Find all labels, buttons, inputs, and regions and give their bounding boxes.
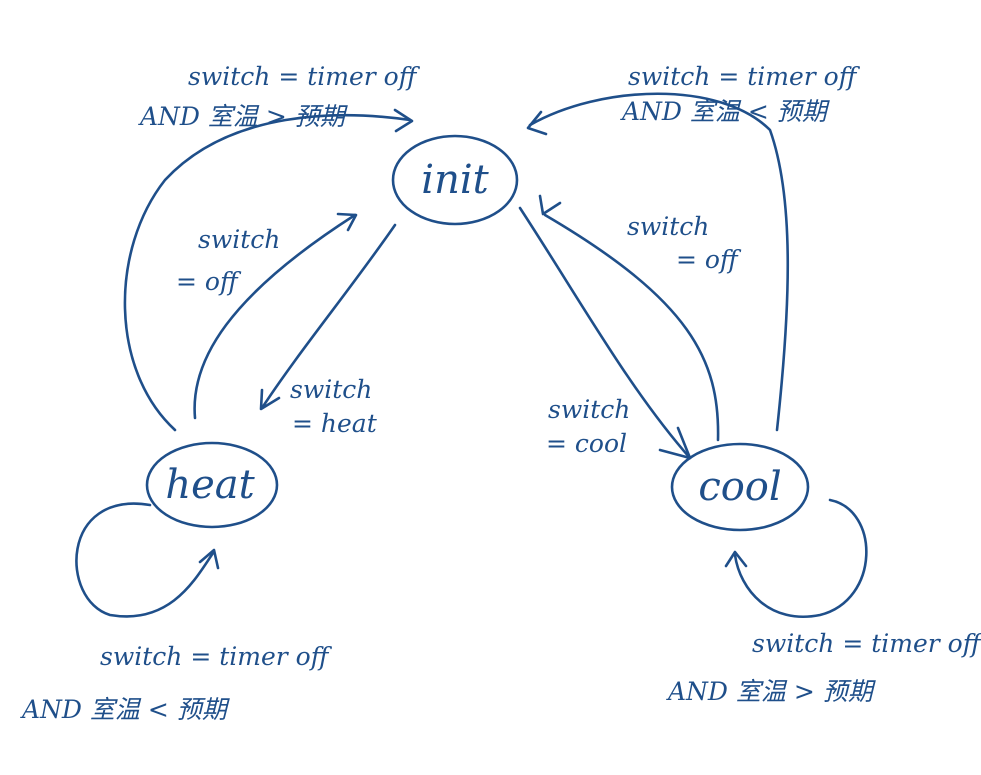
label-heat-to-init-off: switch = off <box>176 225 280 296</box>
edge-cool-to-init-off-line <box>543 213 720 442</box>
label-cool-self-line2: AND 室温 > 预期 <box>666 677 877 706</box>
state-init-label: init <box>421 157 489 203</box>
label-cool-to-init-off-line2: = off <box>676 245 742 274</box>
label-init-to-heat: switch = heat <box>290 375 378 438</box>
label-heat-to-init-timer-line2: AND 室温 > 预期 <box>138 102 349 131</box>
edge-init-to-heat-line <box>260 223 397 410</box>
edge-heat-self <box>75 502 220 618</box>
label-heat-to-init-timer-line1: switch = timer off <box>188 62 421 91</box>
label-cool-self-line1: switch = timer off <box>752 629 981 658</box>
edge-cool-to-init-timer <box>526 92 790 432</box>
state-heat-circle <box>145 441 279 529</box>
label-heat-to-init-timer: switch = timer off AND 室温 > 预期 <box>138 62 421 131</box>
label-init-to-heat-line2: = heat <box>292 409 378 438</box>
edge-init-to-heat <box>259 223 397 411</box>
arrowhead-icon <box>538 194 562 216</box>
label-init-to-cool-line1: switch <box>548 395 630 424</box>
label-heat-self: switch = timer off AND 室温 < 预期 <box>20 642 333 724</box>
label-cool-to-init-timer-line2: AND 室温 < 预期 <box>620 97 831 126</box>
arrowhead-icon <box>198 548 220 570</box>
arrowhead-icon <box>336 212 358 232</box>
edge-cool-to-init-off <box>538 194 720 442</box>
edge-heat-to-init-timer <box>123 108 414 432</box>
label-cool-to-init-timer: switch = timer off AND 室温 < 预期 <box>620 62 861 126</box>
label-cool-to-init-off-line1: switch <box>627 212 709 241</box>
edge-init-to-cool <box>518 206 692 460</box>
edge-heat-to-init-off-line <box>193 213 357 420</box>
state-init-circle <box>391 134 519 226</box>
label-heat-self-line2: AND 室温 < 预期 <box>20 695 231 724</box>
label-init-to-cool-line2: = cool <box>546 429 627 458</box>
edge-heat-to-init-timer-line <box>123 113 412 432</box>
state-init: init <box>391 134 519 226</box>
state-heat-label: heat <box>165 462 255 508</box>
edge-cool-self-line <box>733 498 868 618</box>
label-init-to-heat-line1: switch <box>290 375 372 404</box>
arrowhead-icon <box>724 550 748 568</box>
label-cool-to-init-off: switch = off <box>627 212 742 274</box>
state-cool-label: cool <box>698 464 781 510</box>
arrowhead-icon <box>526 110 548 136</box>
label-cool-to-init-timer-line1: switch = timer off <box>628 62 861 91</box>
edge-cool-to-init-timer-line <box>528 92 790 432</box>
edge-heat-to-init-off <box>193 212 358 420</box>
label-heat-to-init-off-line2: = off <box>176 267 242 296</box>
label-cool-self: switch = timer off AND 室温 > 预期 <box>666 629 981 706</box>
state-heat: heat <box>145 441 279 529</box>
label-heat-to-init-off-line1: switch <box>198 225 280 254</box>
edge-heat-self-line <box>75 502 215 618</box>
label-heat-self-line1: switch = timer off <box>100 642 333 671</box>
edge-cool-self <box>724 498 868 618</box>
arrowhead-icon <box>259 388 281 411</box>
state-cool-circle <box>670 442 810 532</box>
state-cool: cool <box>670 442 810 532</box>
label-init-to-cool: switch = cool <box>546 395 630 458</box>
arrowhead-icon <box>393 108 414 133</box>
arrowhead-icon <box>658 426 692 460</box>
edge-init-to-cool-line <box>518 206 692 460</box>
